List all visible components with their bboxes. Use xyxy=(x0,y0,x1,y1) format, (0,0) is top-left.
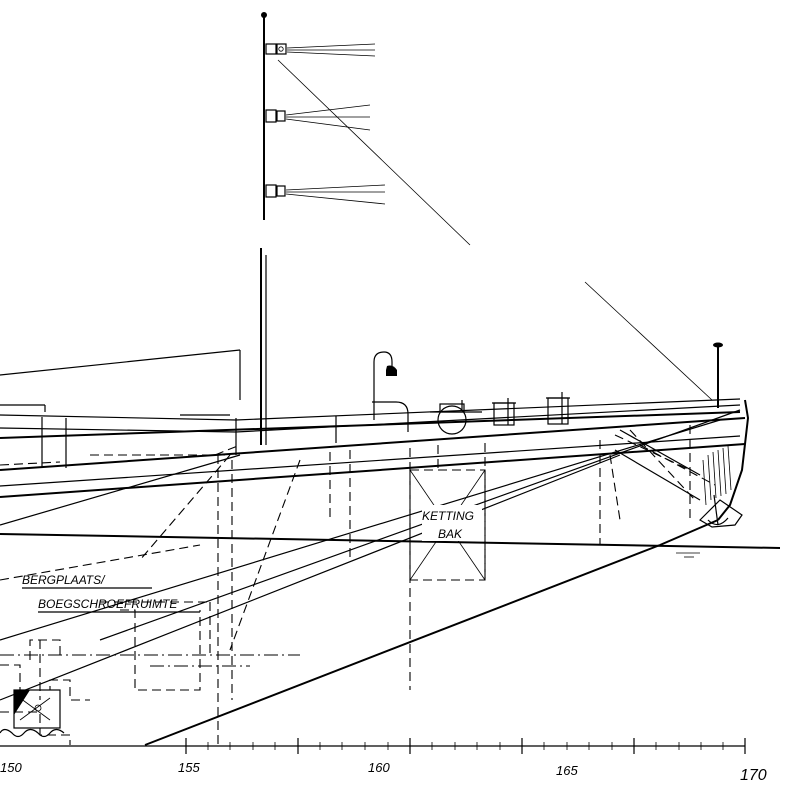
bow-thruster-icon xyxy=(0,689,65,738)
windlass-icon xyxy=(430,400,482,435)
bow-thruster-label: BOEGSCHROEFRUIMTE xyxy=(38,597,178,611)
chain-locker-label: KETTING xyxy=(422,509,474,523)
foremast xyxy=(261,12,471,246)
hull-outline xyxy=(0,399,781,746)
berthing-label: BERGPLAATS/ xyxy=(22,573,106,587)
ship-bell-icon xyxy=(373,351,397,420)
frame-scale: 150 155 160 165 170 xyxy=(0,738,767,784)
bollard-icon xyxy=(492,398,516,426)
anchor-icon xyxy=(707,494,729,526)
bulkhead-lines xyxy=(0,425,716,745)
deck-railing xyxy=(0,398,741,468)
fairlead-icon xyxy=(372,401,409,432)
forestay xyxy=(584,281,713,401)
mast-light-icon xyxy=(265,104,371,131)
frame-165: 165 xyxy=(556,763,578,778)
jackstaff xyxy=(713,342,723,408)
frame-170: 170 xyxy=(740,767,767,784)
frame-160: 160 xyxy=(368,760,390,775)
frame-150: 150 xyxy=(0,760,22,775)
chain-locker xyxy=(409,469,486,581)
masthead-light-icon xyxy=(265,43,376,57)
structure-lines xyxy=(0,349,741,701)
lower-mast xyxy=(260,248,267,445)
lower-mast-light-icon xyxy=(265,184,386,205)
frame-155: 155 xyxy=(178,760,200,775)
chain-locker-label-2: BAK xyxy=(438,527,463,541)
